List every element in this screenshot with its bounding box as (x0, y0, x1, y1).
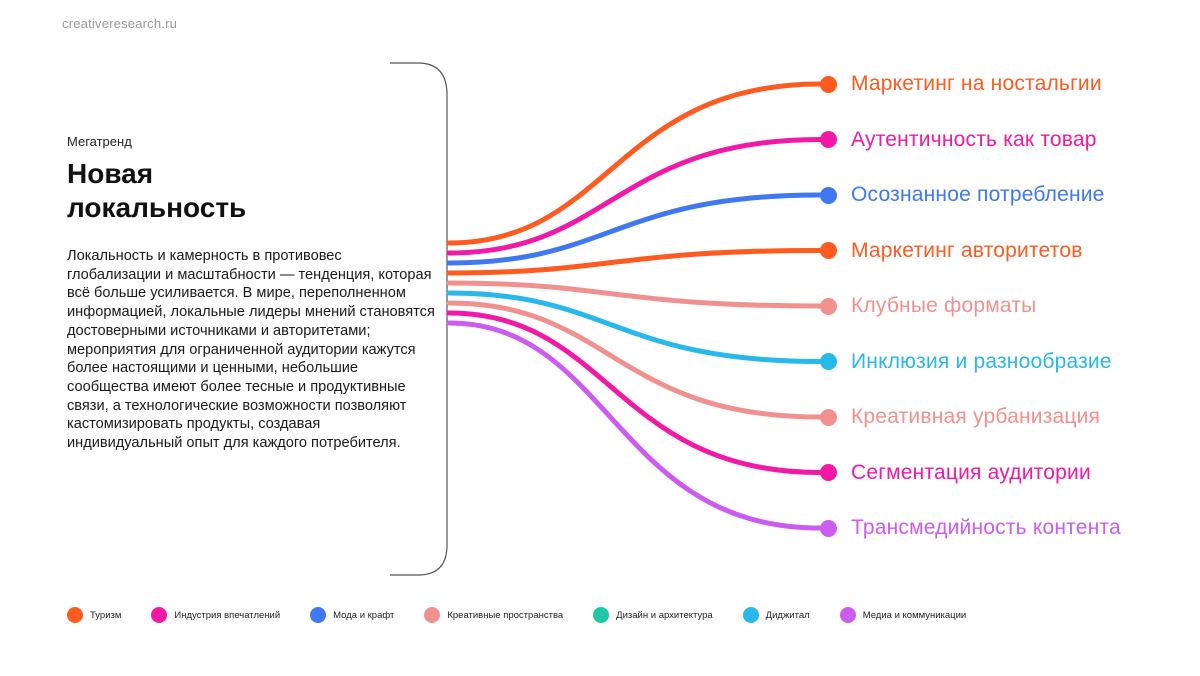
trend-label: Осознанное потребление (851, 183, 1105, 206)
legend-label: Мода и крафт (333, 609, 395, 621)
legend-dot-icon (742, 607, 759, 623)
trend-dot-icon (820, 408, 837, 426)
legend-dot-icon (151, 607, 168, 623)
trend-flow-line (446, 310, 823, 475)
megatrend-title: Новая локальность (67, 158, 247, 223)
trend-label: Аутентичность как товар (851, 127, 1097, 151)
trend-dot-icon (820, 353, 837, 370)
trend-label: Клубные форматы (851, 294, 1037, 317)
legend-dot-icon (593, 607, 610, 623)
trend-dot-icon (820, 242, 837, 259)
trend-item[interactable]: Осознанное потребление (820, 180, 1105, 210)
legend-label: Туризм (90, 609, 122, 621)
trend-flow-line (446, 248, 823, 276)
trend-item[interactable]: Креативная урбанизация (820, 402, 1100, 432)
trend-item[interactable]: Трансмедийность контента (820, 513, 1121, 543)
legend-item: Дизайн и архитектура (593, 607, 713, 623)
trend-label: Маркетинг на ностальгии (851, 72, 1102, 95)
legend: Туризм Индустрия впечатлений Мода и крафт К… (67, 607, 966, 623)
trend-dot-icon (820, 75, 837, 93)
trend-dot-icon (820, 519, 837, 537)
legend-item: Индустрия впечатлений (151, 607, 280, 623)
legend-label: Индустрия впечатлений (174, 609, 281, 621)
trend-flow-line (446, 300, 823, 420)
trend-item[interactable]: Маркетинг на ностальгии (820, 69, 1102, 99)
legend-item: Креативные пространства (424, 607, 563, 623)
legend-label: Дизайн и архитектура (616, 609, 713, 621)
legend-dot-icon (839, 607, 856, 623)
trend-flow-line (446, 290, 823, 364)
trend-dot-icon (820, 131, 837, 148)
legend-dot-icon (310, 607, 327, 623)
trend-label: Инклюзия и разнообразие (851, 349, 1112, 373)
trend-label: Трансмедийность контента (851, 516, 1121, 539)
trend-dot-icon (820, 297, 837, 315)
legend-label: Креативные пространства (447, 609, 564, 621)
trend-item[interactable]: Сегментация аудитории (820, 458, 1091, 488)
trend-item[interactable]: Маркетинг авторитетов (820, 236, 1083, 266)
trend-flow-line (446, 81, 823, 246)
trend-dot-icon (820, 186, 837, 204)
legend-label: Диджитал (765, 609, 810, 621)
trend-item[interactable]: Аутентичность как товар (820, 125, 1097, 155)
legend-label: Медиа и коммуникации (862, 609, 967, 621)
legend-dot-icon (67, 607, 83, 623)
trend-item[interactable]: Инклюзия и разнообразие (820, 347, 1112, 377)
trend-label: Сегментация аудитории (851, 460, 1091, 484)
legend-item: Диджитал (742, 607, 810, 623)
trend-item[interactable]: Клубные форматы (820, 291, 1036, 321)
trend-flow-line (446, 320, 823, 531)
trend-flow-line (446, 192, 823, 266)
trend-label: Креативная урбанизация (851, 405, 1101, 428)
legend-dot-icon (424, 607, 441, 623)
megatrend-kicker: Мегатренд (67, 134, 132, 149)
trend-flow-line (446, 137, 823, 256)
megatrend-block: Мегатренд Новая локальность Локальность … (67, 134, 437, 453)
trend-dot-icon (820, 464, 837, 481)
legend-item: Медиа и коммуникации (839, 607, 967, 623)
legend-item: Мода и крафт (310, 607, 394, 623)
legend-item: Туризм (67, 607, 121, 623)
site-url[interactable]: creativeresearch.ru (62, 16, 178, 31)
trend-label: Маркетинг авторитетов (851, 238, 1083, 262)
trend-flow-line (446, 280, 823, 309)
megatrend-description: Локальность и камерность в противовес гл… (67, 248, 435, 452)
